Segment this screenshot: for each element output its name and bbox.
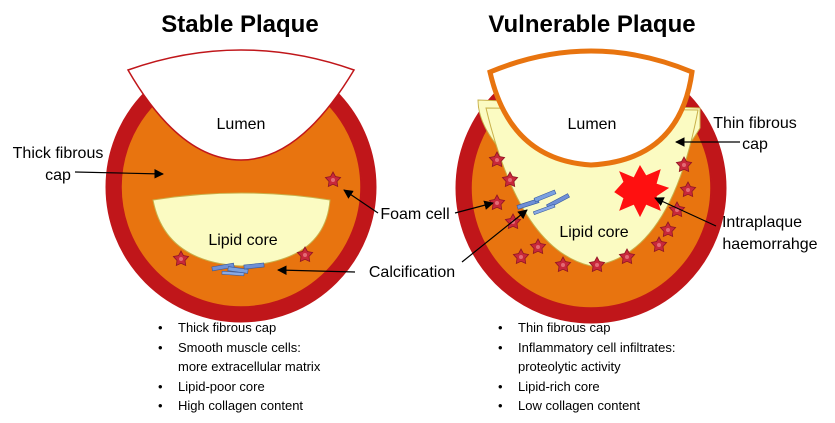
stable-cap-arrow bbox=[74, 169, 164, 179]
haemorrhage-label-line1: Intraplaque bbox=[722, 214, 802, 231]
vulnerable-calcification bbox=[516, 189, 570, 216]
vulnerable-cap-label-line2: cap bbox=[742, 136, 768, 153]
foam-cell-arrow-right bbox=[454, 200, 494, 214]
vulnerable-vessel bbox=[455, 48, 727, 324]
vulnerable-cap-label-line1: Thin fibrous bbox=[713, 115, 797, 132]
vulnerable-plaque-title: Vulnerable Plaque bbox=[488, 11, 695, 38]
stable-cap-label-line1: Thick fibrous bbox=[13, 145, 104, 162]
stable-notes: Thick fibrous cap Smooth muscle cells:mo… bbox=[156, 318, 320, 416]
vulnerable-lipid-core-label: Lipid core bbox=[559, 224, 628, 241]
stable-lipid-core bbox=[152, 192, 331, 267]
stable-calcification bbox=[211, 262, 265, 277]
foam-cell-label: Foam cell bbox=[380, 206, 449, 223]
calcification-arrow-right bbox=[461, 209, 528, 263]
list-item: Thin fibrous cap bbox=[498, 318, 676, 338]
haemorrhage-label-line2: haemorrahge bbox=[722, 236, 817, 253]
list-item: Lipid-rich core bbox=[498, 377, 676, 397]
list-item: Lipid-poor core bbox=[158, 377, 320, 397]
calcification-label: Calcification bbox=[369, 264, 455, 281]
stable-lumen-label: Lumen bbox=[217, 116, 266, 133]
stable-lipid-core-label: Lipid core bbox=[208, 232, 277, 249]
stable-vessel bbox=[105, 49, 377, 323]
calcification-arrow-left bbox=[277, 265, 356, 276]
list-item: High collagen content bbox=[158, 396, 320, 416]
stable-plaque-title: Stable Plaque bbox=[161, 11, 318, 38]
foam-cell-arrow-left bbox=[343, 189, 379, 214]
list-item: Low collagen content bbox=[498, 396, 676, 416]
list-item: Thick fibrous cap bbox=[158, 318, 320, 338]
stable-cap-label-line2: cap bbox=[45, 167, 71, 184]
list-item: Smooth muscle cells:more extracellular m… bbox=[158, 338, 320, 377]
list-item: Inflammatory cell infiltrates:proteolyti… bbox=[498, 338, 675, 377]
vulnerable-notes: Thin fibrous cap Inflammatory cell infil… bbox=[496, 318, 676, 416]
haemorrhage-arrow bbox=[654, 197, 717, 227]
vulnerable-lumen-label: Lumen bbox=[568, 116, 617, 133]
vulnerable-lumen bbox=[487, 48, 695, 168]
stable-lumen bbox=[126, 49, 356, 161]
